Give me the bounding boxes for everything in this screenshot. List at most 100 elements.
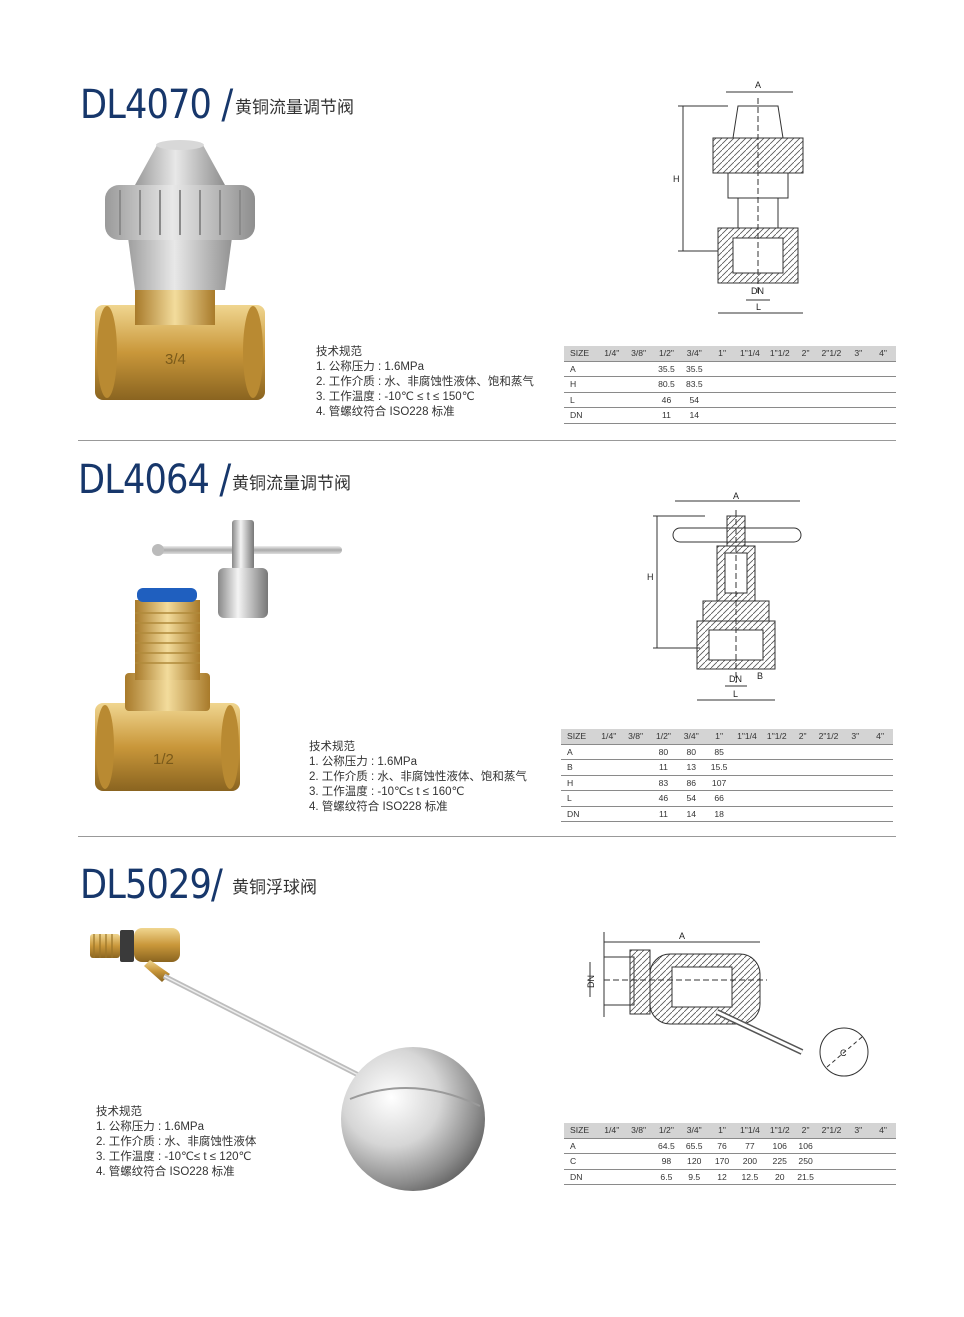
table-cell	[846, 1138, 871, 1154]
dl5029-technical-drawing: A DN C	[586, 931, 869, 1077]
spec-line: 4. 管螺纹符合 ISO228 标准	[316, 406, 455, 418]
table-cell: 15.5	[706, 759, 733, 776]
dl5029-dim-a: A	[679, 931, 685, 941]
table-cell	[623, 361, 654, 377]
table-cell: 98	[653, 1153, 680, 1170]
table-cell	[599, 1153, 624, 1170]
table-cell	[623, 1169, 654, 1185]
table-cell: 120	[679, 1153, 710, 1170]
table-header-cell: SIZE	[564, 1123, 600, 1139]
table-header-cell: 3/8"	[620, 729, 651, 745]
table-cell	[870, 376, 896, 393]
table-cell	[791, 790, 814, 807]
table-header-cell: 3/4"	[679, 346, 710, 362]
table-cell	[620, 744, 651, 760]
table-header-cell: 1/2"	[653, 1123, 680, 1139]
table-cell	[843, 790, 868, 807]
table-cell	[599, 407, 624, 424]
table-header-cell: SIZE	[561, 729, 597, 745]
table-cell	[843, 806, 868, 822]
table-cell: A	[564, 361, 600, 377]
table-header-cell: 3"	[846, 346, 871, 362]
table-header-cell: 2"	[794, 346, 817, 362]
spec-line: 4. 管螺纹符合 ISO228 标准	[309, 801, 448, 813]
table-header-cell: 3"	[843, 729, 868, 745]
table-cell: 12	[709, 1169, 735, 1185]
table-cell	[816, 361, 847, 377]
table-header-cell: 4"	[867, 729, 893, 745]
dl4064-dim-b: B	[757, 671, 763, 681]
table-cell	[867, 790, 893, 807]
table-cell	[867, 744, 893, 760]
spec-line: 2. 工作介质 : 水、非腐蚀性液体	[96, 1136, 257, 1148]
table-cell	[709, 361, 735, 377]
table-cell: 13	[676, 759, 707, 776]
table-cell: 11	[653, 407, 680, 424]
table-cell	[816, 1153, 847, 1170]
table-cell: 65.5	[679, 1138, 710, 1154]
table-cell	[599, 361, 624, 377]
dl4064-product-photo: 1/2	[95, 588, 240, 791]
table-cell: 83	[650, 775, 677, 791]
table-cell	[813, 806, 844, 822]
spec-line: 3. 工作温度 : -10℃ ≤ t ≤ 150℃	[316, 391, 475, 403]
table-cell: 54	[679, 392, 710, 408]
table-cell: 86	[676, 775, 707, 791]
table-cell	[709, 376, 735, 393]
table-header-cell: SIZE	[564, 346, 600, 362]
table-cell	[870, 361, 896, 377]
table-cell	[732, 744, 762, 760]
table-cell: 14	[679, 407, 710, 424]
table-cell	[599, 392, 624, 408]
table-cell: 80.5	[653, 376, 680, 393]
table-cell	[816, 1169, 847, 1185]
table-cell	[620, 775, 651, 791]
table-cell	[620, 806, 651, 822]
table-cell	[599, 1138, 624, 1154]
spec-line: 2. 工作介质 : 水、非腐蚀性液体、饱和蒸气	[316, 376, 534, 388]
table-cell: 80	[676, 744, 707, 760]
table-header-cell: 3/8"	[623, 346, 654, 362]
table-cell: 77	[734, 1138, 765, 1154]
table-cell: DN	[564, 1169, 600, 1185]
table-header-cell: 1"1/4	[732, 729, 762, 745]
table-header-cell: 2"1/2	[816, 346, 847, 362]
table-cell: 35.5	[653, 361, 680, 377]
table-header-cell: 3/4"	[679, 1123, 710, 1139]
table-cell: 21.5	[794, 1169, 817, 1185]
table-cell	[734, 376, 765, 393]
dl4070-technical-drawing: A H DN L	[673, 80, 804, 314]
table-header-cell: 1"	[709, 1123, 735, 1139]
table-cell: 107	[706, 775, 733, 791]
table-cell	[816, 407, 847, 424]
table-cell	[764, 376, 795, 393]
table-cell	[791, 744, 814, 760]
table-cell: 106	[764, 1138, 795, 1154]
table-header-cell: 2"1/2	[813, 729, 844, 745]
table-cell	[732, 806, 762, 822]
table-cell: 80	[650, 744, 677, 760]
dl4064-dim-h: H	[647, 572, 654, 582]
table-header-cell: 1"1/2	[761, 729, 792, 745]
table-cell	[843, 759, 868, 776]
table-cell: 11	[650, 759, 677, 776]
table-cell	[596, 790, 621, 807]
spec-line: 1. 公称压力 : 1.6MPa	[96, 1121, 205, 1133]
table-cell: 225	[764, 1153, 795, 1170]
table-cell	[813, 775, 844, 791]
table-cell	[813, 759, 844, 776]
table-cell	[870, 1169, 896, 1185]
table-cell: L	[564, 392, 600, 408]
table-header-cell: 1/4"	[599, 346, 624, 362]
table-header-cell: 1/4"	[599, 1123, 624, 1139]
table-cell: 83.5	[679, 376, 710, 393]
table-cell: C	[564, 1153, 600, 1170]
table-cell	[846, 392, 871, 408]
